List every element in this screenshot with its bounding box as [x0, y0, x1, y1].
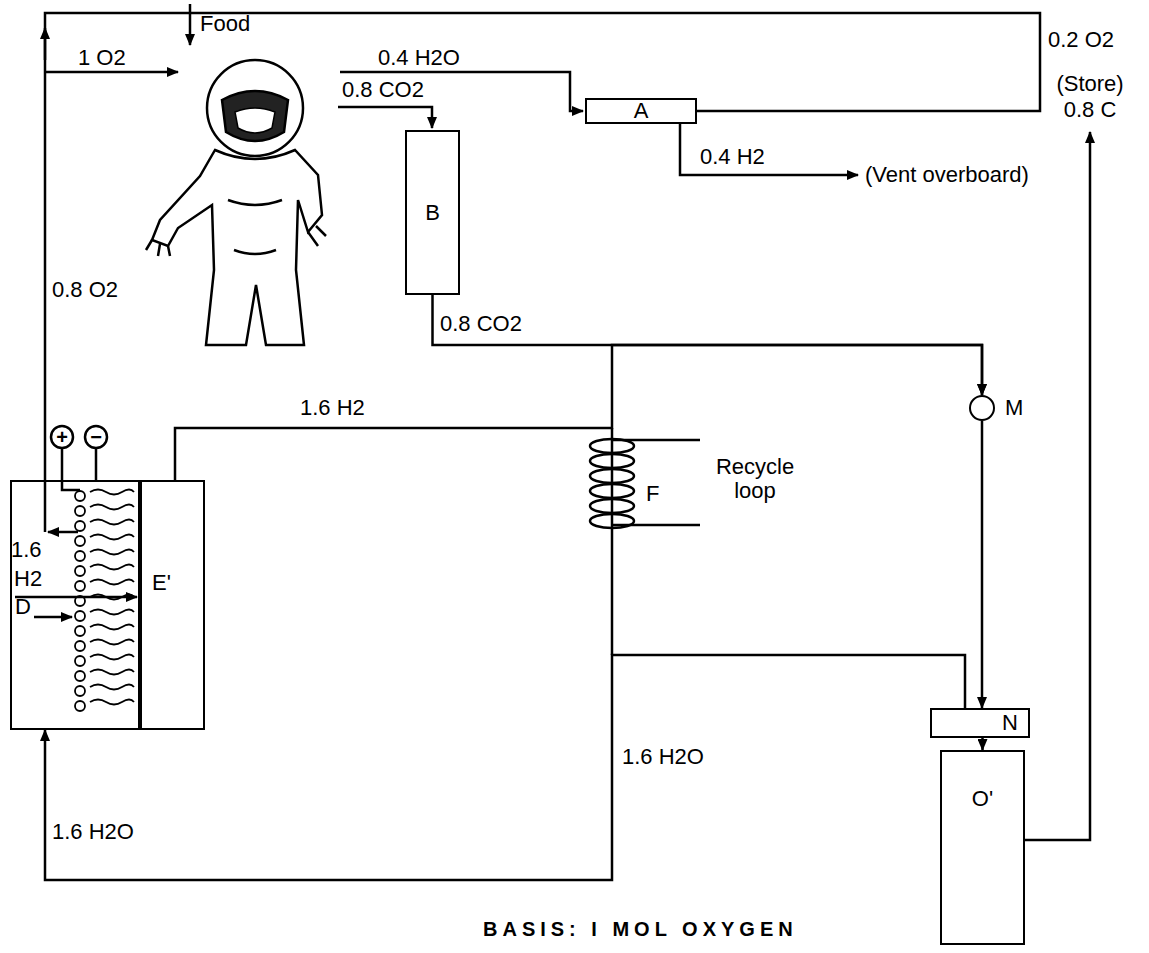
region-label: Recycle loop [705, 455, 805, 503]
terminal-sign: + [51, 425, 73, 449]
node-label: M [1005, 397, 1023, 419]
process-box: O' [940, 750, 1025, 945]
node-label: B [425, 202, 440, 224]
caption: BASIS: I MOL OXYGEN [483, 918, 798, 941]
stream-label: 0.2 O2 [1048, 28, 1114, 52]
part-label: F [646, 482, 659, 506]
process-circle: M [969, 395, 995, 421]
flow-line [981, 738, 984, 750]
stream-label: 0.8 CO2 [440, 312, 522, 336]
stream-label: 0.8 O2 [52, 278, 118, 302]
electrolysis-cell: D [10, 480, 140, 730]
flow-line [981, 421, 984, 708]
node-label: O' [972, 788, 993, 810]
electrolysis-cell: E' [140, 480, 205, 730]
process-box: A [585, 98, 697, 124]
note-label: (Vent overboard) [865, 163, 1029, 187]
node-label: A [634, 100, 649, 122]
stream-label: 0.4 H2O [378, 46, 460, 70]
node-label: D [15, 596, 31, 618]
stream-label: 0.4 H2 [700, 145, 765, 169]
stream-label: 1.6 H2 [300, 396, 365, 420]
stream-label: 1 O2 [78, 46, 126, 70]
stream-label: 1.6 [11, 538, 42, 562]
stream-label: 1.6 H2O [622, 745, 704, 769]
node-label: E' [152, 572, 171, 594]
process-box: B [405, 130, 460, 295]
stream-label: Food [200, 12, 250, 36]
stream-label: H2 [14, 567, 42, 591]
stream-label: 0.8 CO2 [342, 78, 424, 102]
flow-line [175, 345, 982, 480]
terminal-sign: − [85, 425, 107, 449]
node-label: N [1002, 712, 1018, 734]
note-label: (Store) [1055, 72, 1125, 96]
process-box: N [930, 708, 1030, 738]
stream-label: 1.6 H2O [52, 820, 134, 844]
flow-line [45, 655, 965, 880]
stream-label: 0.8 C [1058, 98, 1122, 122]
